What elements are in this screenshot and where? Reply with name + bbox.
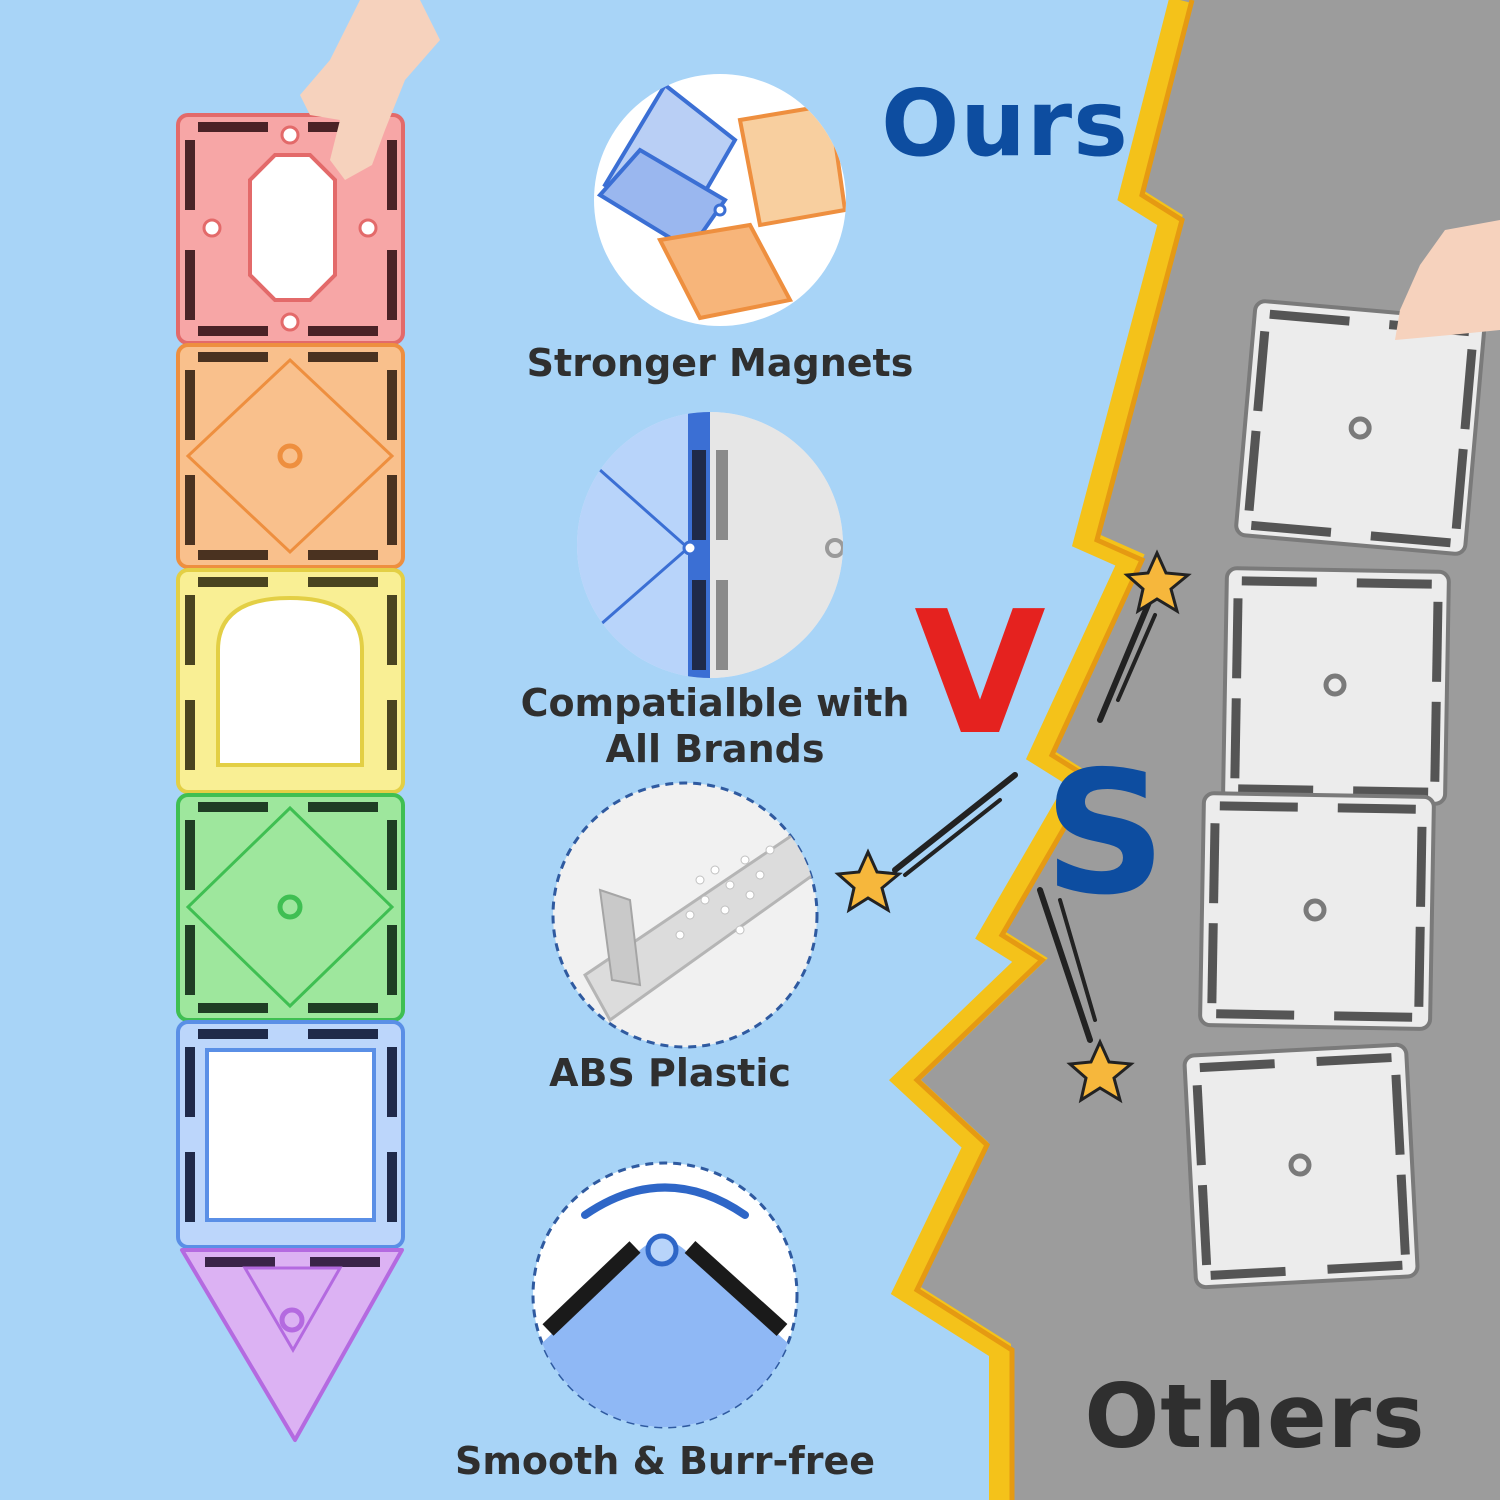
feature-smooth: [531, 1161, 799, 1429]
left-hand: [300, 0, 440, 180]
tile-edge-closeup-icon: [577, 412, 843, 678]
yellow-tile: [176, 568, 405, 794]
orange-tile: [176, 343, 405, 569]
tile-pair-icon: [596, 82, 846, 321]
feature-label-smooth: Smooth & Burr-free: [454, 1439, 876, 1483]
vs-letter-s: S: [1043, 735, 1167, 933]
shooting-star-left: [834, 772, 1018, 914]
rounded-corner-icon: [540, 1183, 790, 1427]
grey-tile-3: [1198, 791, 1436, 1031]
ours-heading: Ours: [881, 70, 1129, 177]
feature-stronger-magnets: [594, 74, 846, 326]
colored-tile-stack: [176, 0, 440, 1442]
others-heading: Others: [1084, 1365, 1426, 1468]
feature-label-abs: ABS Plastic: [549, 1051, 791, 1095]
feature-label-magnets: Stronger Magnets: [526, 341, 914, 385]
blue-tile: [176, 1020, 405, 1249]
feature-compatible: [577, 412, 843, 678]
shooting-star-top: [1097, 549, 1192, 723]
grey-tile-1: [1234, 299, 1487, 556]
plastic-pellets-icon: [583, 827, 817, 1023]
shooting-star-bottom: [1037, 887, 1135, 1104]
vs-letter-v: V: [914, 575, 1046, 773]
green-tile: [176, 793, 405, 1022]
grey-tile-stack: [1182, 220, 1500, 1290]
zigzag-divider-shade: [913, 0, 1195, 1500]
feature-label-compatible: Compatialble with All Brands: [520, 681, 910, 771]
feature-abs-plastic: [551, 781, 819, 1049]
grey-tile-4: [1182, 1042, 1420, 1290]
grey-tile-2: [1221, 566, 1451, 806]
zigzag-divider: [888, 0, 1191, 1500]
purple-tile: [180, 1248, 404, 1442]
right-hand: [1395, 220, 1500, 340]
